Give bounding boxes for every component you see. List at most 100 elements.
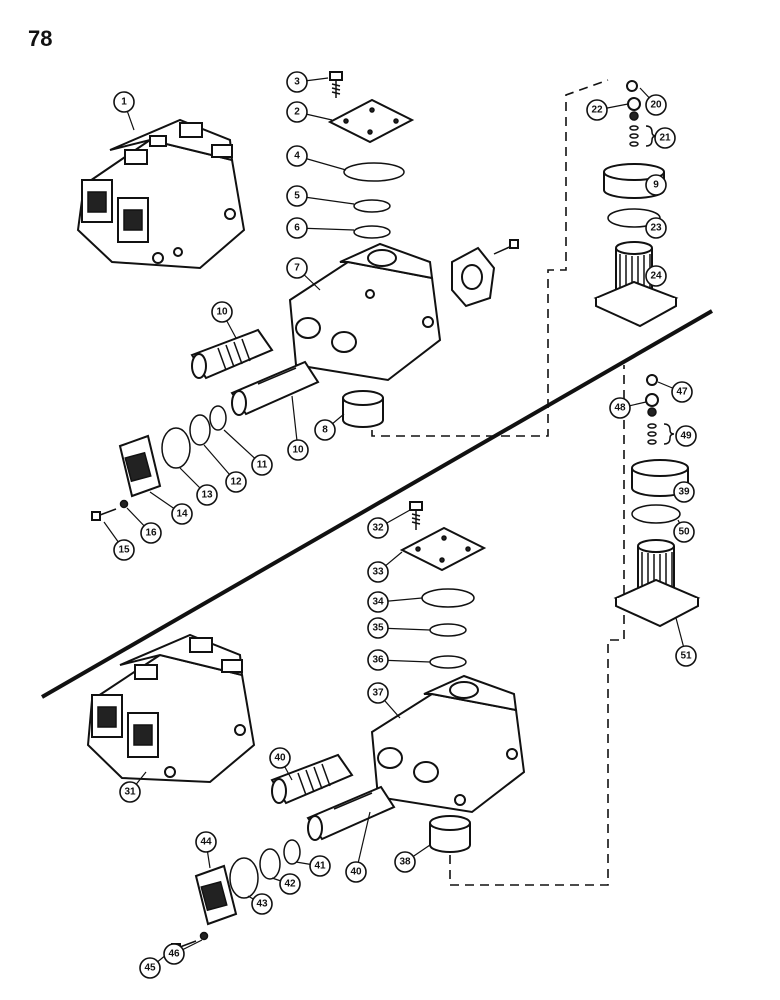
callout-number: 40 — [274, 753, 286, 764]
callout-number: 41 — [314, 861, 326, 872]
part-46-washer — [199, 931, 209, 941]
callout-number: 47 — [676, 387, 688, 398]
callout-number: 34 — [372, 597, 384, 608]
fitting-flange — [451, 239, 519, 308]
part-13-ring — [161, 427, 191, 469]
callout-13: 13 — [196, 484, 218, 506]
callout-48: 48 — [609, 397, 631, 419]
part-10-spool-spring — [190, 328, 274, 380]
part-51-splined-shaft-flange — [613, 539, 701, 628]
part-49-shims — [647, 423, 657, 445]
callout-number: 6 — [294, 223, 300, 234]
callout-number: 15 — [118, 545, 130, 556]
callout-number: 32 — [372, 523, 384, 534]
callout-36: 36 — [367, 649, 389, 671]
callout-6: 6 — [286, 217, 308, 239]
callout-37: 37 — [367, 682, 389, 704]
callout-50: 50 — [673, 521, 695, 543]
part-33-cover-plate — [399, 526, 487, 572]
callout-1: 1 — [113, 91, 135, 113]
callout-number: 46 — [168, 949, 180, 960]
callout-number: 50 — [678, 527, 690, 538]
part-34-o-ring — [421, 588, 475, 608]
callout-number: 10 — [292, 445, 304, 456]
callout-number: 43 — [256, 899, 268, 910]
part-3-cap-screw — [329, 71, 343, 98]
callout-number: 20 — [650, 100, 662, 111]
callout-number: 48 — [614, 403, 626, 414]
part-5-snap-ring — [353, 199, 391, 213]
callout-8: 8 — [314, 419, 336, 441]
part-43-ring — [229, 857, 259, 899]
part-1-housing-assembly — [76, 118, 246, 270]
part-47-cap — [646, 374, 658, 386]
callout-number: 44 — [200, 837, 212, 848]
callout-14: 14 — [171, 503, 193, 525]
callout-12: 12 — [225, 471, 247, 493]
part-42-ring — [259, 848, 281, 880]
callout-31: 31 — [119, 781, 141, 803]
callout-number: 45 — [144, 963, 156, 974]
part-44-end-cap — [194, 864, 238, 926]
part-41-ring — [283, 839, 301, 865]
part-37-valve-body — [370, 674, 526, 814]
callout-number: 7 — [294, 263, 300, 274]
callout-22: 22 — [586, 99, 608, 121]
part-32-cap-screw — [409, 501, 423, 530]
callout-20: 20 — [645, 94, 667, 116]
callout-number: 38 — [399, 857, 411, 868]
callout-number: 36 — [372, 655, 384, 666]
callout-35: 35 — [367, 617, 389, 639]
callout-number: 40 — [350, 867, 362, 878]
callout-7: 7 — [286, 257, 308, 279]
part-50-seal-ring — [631, 504, 681, 524]
callout-38: 38 — [394, 851, 416, 873]
callout-4: 4 — [286, 145, 308, 167]
part-6-backup-ring — [353, 225, 391, 239]
callout-number: 12 — [230, 477, 242, 488]
section-divider-line — [41, 309, 713, 699]
callout-number: 24 — [650, 271, 662, 282]
callout-number: 2 — [294, 107, 300, 118]
callout-number: 5 — [294, 191, 300, 202]
part-38-bushing — [429, 815, 471, 853]
callout-45: 45 — [139, 957, 161, 979]
callout-3: 3 — [286, 71, 308, 93]
callout-number: 51 — [680, 651, 692, 662]
callout-number: 14 — [176, 509, 188, 520]
callout-number: 39 — [678, 487, 690, 498]
callout-number: 4 — [294, 151, 300, 162]
callout-11: 11 — [251, 454, 273, 476]
callout-number: 10 — [216, 307, 228, 318]
assembly-path-upper — [371, 79, 609, 437]
callout-43: 43 — [251, 893, 273, 915]
callout-40: 40 — [345, 861, 367, 883]
callout-16: 16 — [140, 522, 162, 544]
part-36-backup-ring — [429, 655, 467, 669]
callout-number: 23 — [650, 223, 662, 234]
callout-layer: 1234567891010111213141516202122232431323… — [103, 71, 697, 979]
part-14-end-cap — [118, 434, 162, 498]
callout-46: 46 — [163, 943, 185, 965]
part-40-spool-spring — [270, 753, 354, 805]
part-12-ring — [189, 414, 211, 446]
part-31-housing-assembly — [86, 633, 256, 784]
callout-10: 10 — [287, 439, 309, 461]
callout-41: 41 — [309, 855, 331, 877]
part-16-washer — [119, 499, 129, 509]
callout-40: 40 — [269, 747, 291, 769]
callout-number: 42 — [284, 879, 296, 890]
part-24-splined-shaft-flange — [593, 241, 679, 328]
callout-32: 32 — [367, 517, 389, 539]
callout-number: 37 — [372, 688, 384, 699]
callout-10: 10 — [211, 301, 233, 323]
callout-number: 31 — [124, 787, 136, 798]
callout-number: 9 — [653, 180, 659, 191]
callout-number: 33 — [372, 567, 384, 578]
part-40-spool — [306, 785, 396, 841]
part-2-cover-plate — [327, 98, 415, 144]
brace-49 — [663, 423, 675, 445]
callout-number: 16 — [145, 528, 157, 539]
callout-47: 47 — [671, 381, 693, 403]
callout-number: 1 — [121, 97, 127, 108]
